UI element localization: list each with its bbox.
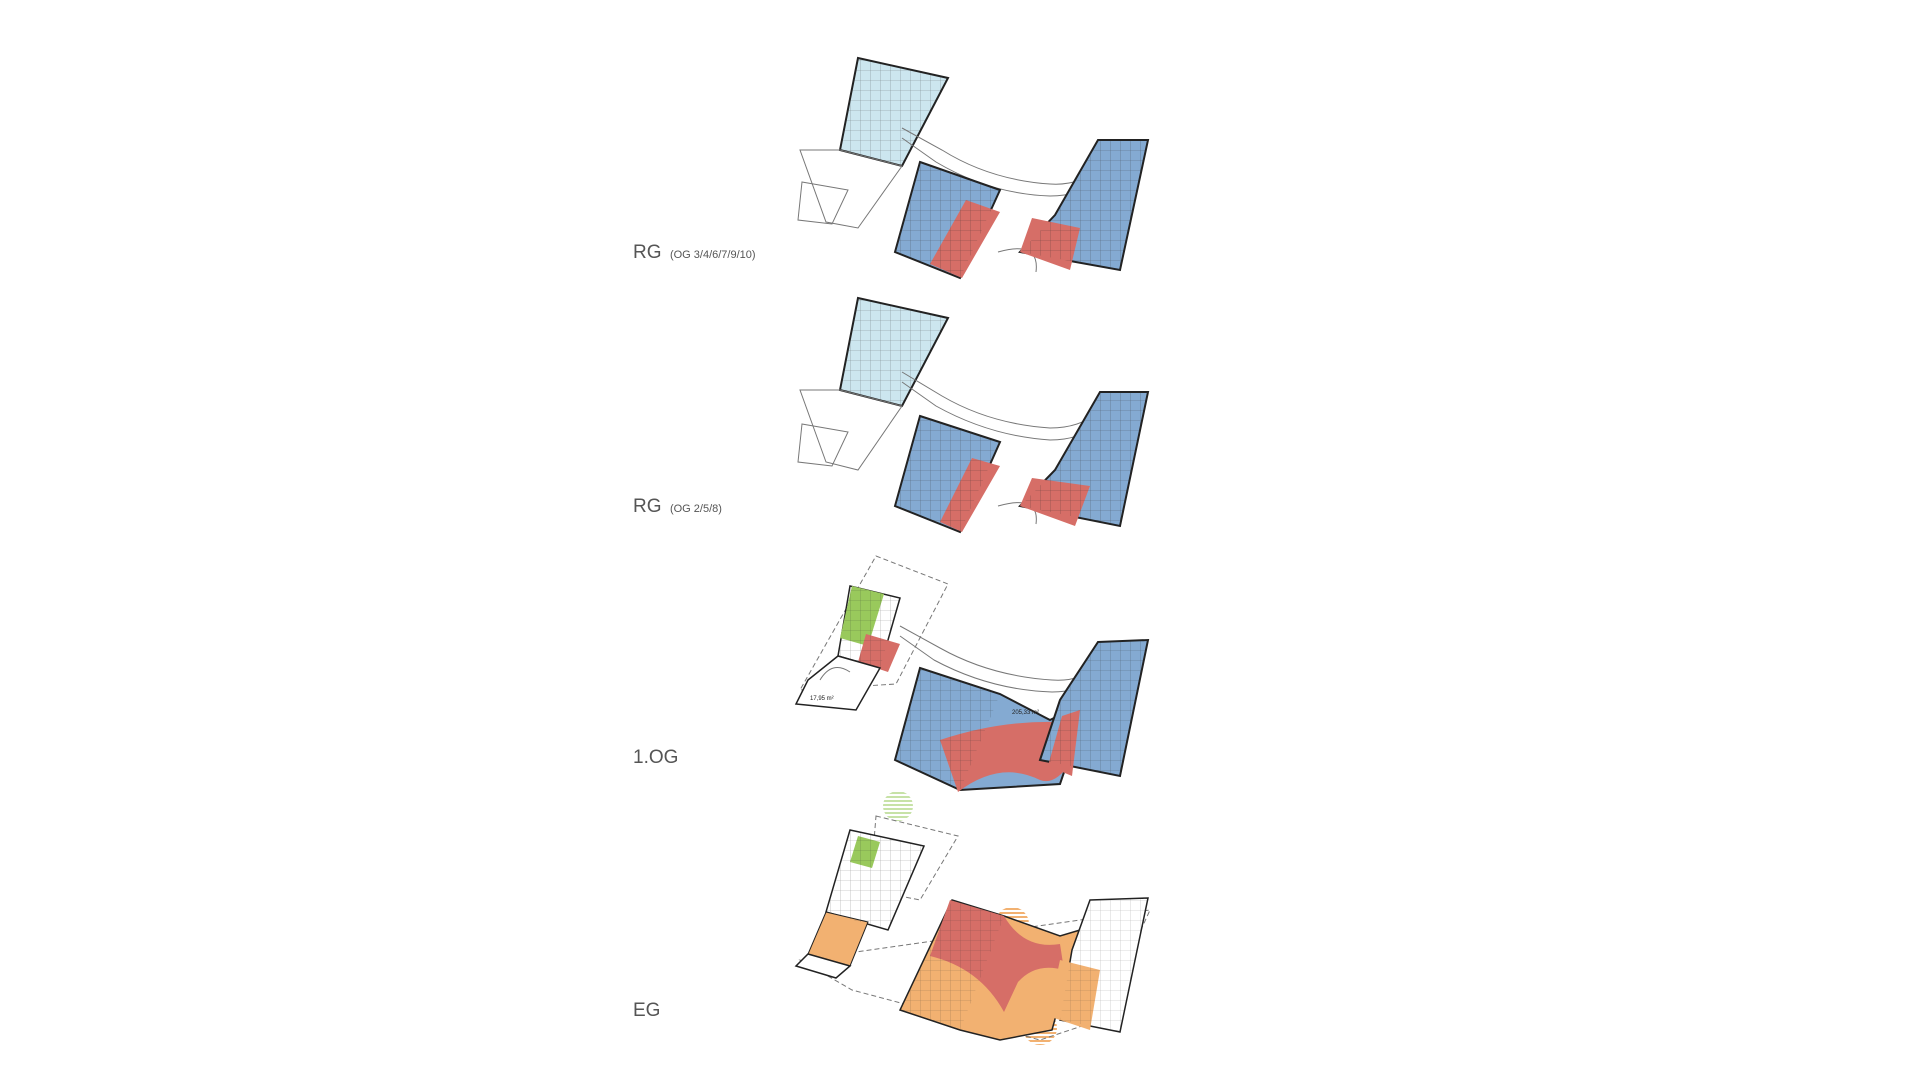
plan-eg [794, 791, 1151, 1045]
level-label-og1: 1.OG [633, 747, 678, 768]
level-label-main: 1.OG [633, 747, 678, 768]
plan-rg-upper [797, 56, 1150, 280]
tree-marker [883, 791, 913, 821]
area-label-og1-center: 205,33 m² [1012, 710, 1039, 716]
level-label-sub: (OG 3/4/6/7/9/10) [670, 249, 756, 261]
level-label-main: RG [633, 242, 662, 263]
level-label-main: EG [633, 1000, 660, 1021]
level-label-sub: (OG 2/5/8) [670, 503, 722, 515]
svg-text:RG (OG 2/5/8): RG (OG 2/5/8) [633, 496, 722, 517]
plan-og1: 17,95 m² 205,33 m² [794, 555, 1150, 792]
plan-rg-lower [797, 296, 1150, 534]
level-label-rg-lower: RG (OG 2/5/8) [633, 496, 722, 517]
area-label-og1-left: 17,95 m² [810, 696, 834, 702]
level-label-eg: EG [633, 1000, 660, 1021]
level-label-rg-upper: RG (OG 3/4/6/7/9/10) [633, 242, 756, 263]
svg-text:RG (OG 3/4/6/7/9/10): RG (OG 3/4/6/7/9/10) [633, 242, 756, 263]
level-label-main: RG [633, 496, 662, 517]
